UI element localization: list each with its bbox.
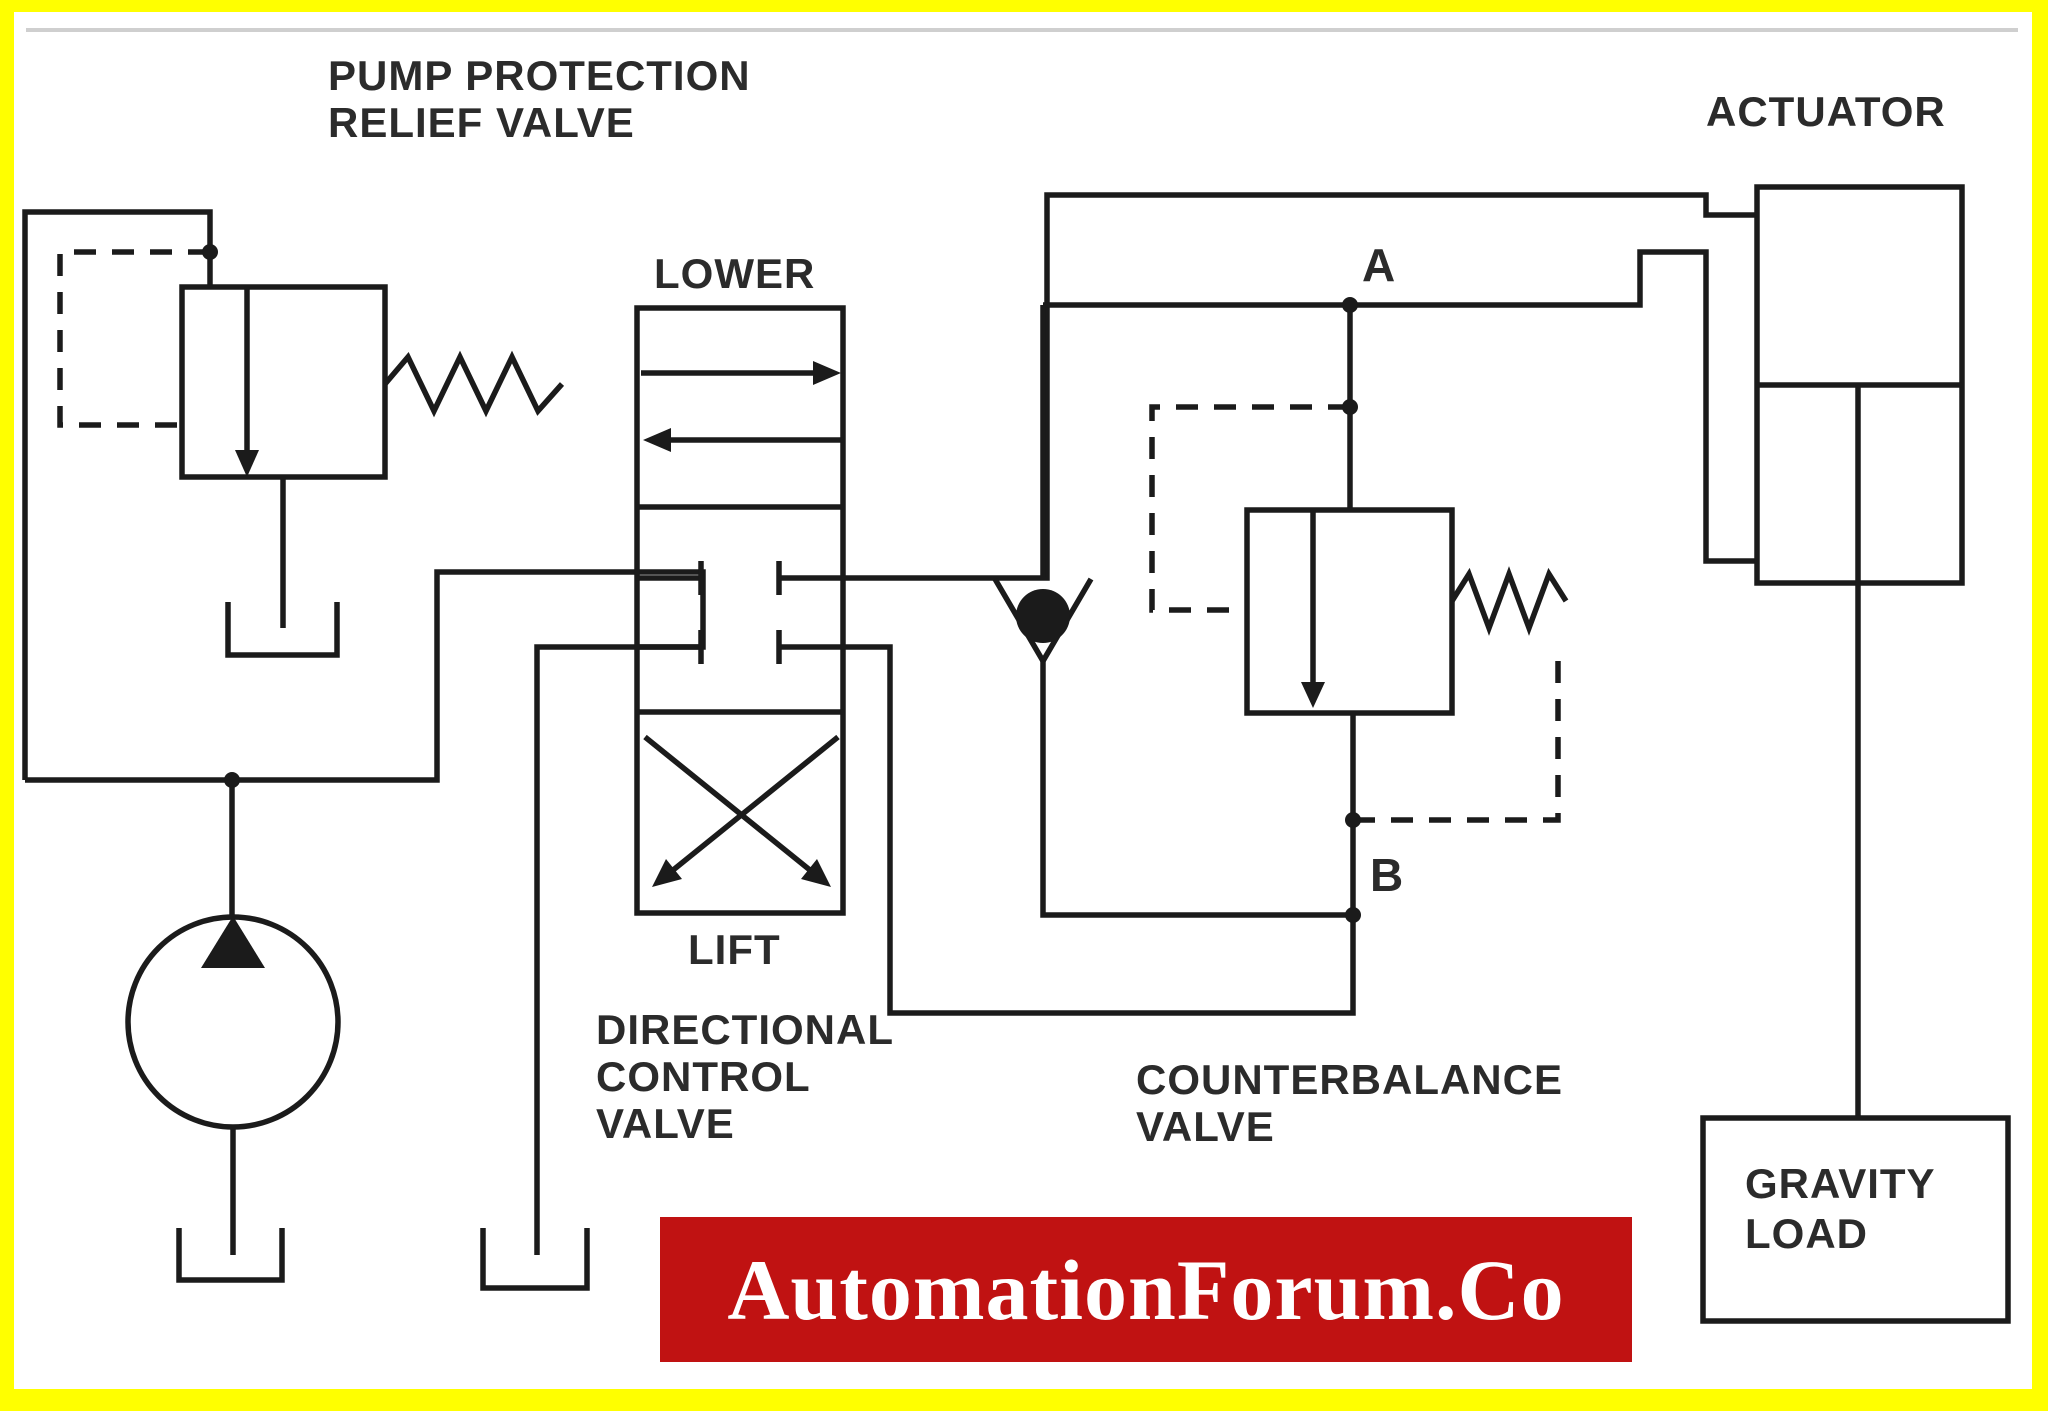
check-valve-ball-icon (1016, 589, 1070, 643)
check-valve-outlet-line (1040, 661, 1353, 918)
dcv-to-actuator-cap-line (843, 192, 1757, 581)
dcv-section-dividers (637, 504, 843, 715)
port-a-label: A (1362, 239, 1397, 291)
junction-dot-cb-drain (1345, 812, 1361, 828)
counterbalance-drain-dashed-line (1353, 648, 1561, 823)
dcv-return-tank-icon (480, 1228, 590, 1291)
gravity-load-label-line2: LOAD (1745, 1210, 1868, 1257)
counterbalance-label-line1: COUNTERBALANCE (1136, 1056, 1563, 1103)
junction-dot-relief-pilot (202, 244, 218, 260)
gravity-load-label-line1: GRAVITY (1745, 1160, 1936, 1207)
pump-tank-icon (176, 1228, 285, 1283)
counterbalance-label-line2: VALVE (1136, 1103, 1275, 1150)
dcv-arrowhead-right (813, 361, 841, 385)
pump-protection-label-line1: PUMP PROTECTION (328, 52, 751, 99)
dcv-arrowhead-left (643, 428, 671, 452)
dcv-lower-label: LOWER (654, 250, 816, 297)
dcv-name-label-line2: CONTROL (596, 1053, 811, 1100)
dcv-name-label-line3: VALVE (596, 1100, 735, 1147)
dcv-port-stubs (637, 575, 843, 650)
port-b-label: B (1370, 849, 1405, 901)
counterbalance-down-arrowhead (1301, 682, 1325, 708)
relief-drain-tank-icon (225, 602, 340, 658)
dcv-cross-arrows (643, 734, 840, 882)
relief-valve-body (179, 284, 388, 480)
dcv-lift-label: LIFT (688, 926, 781, 973)
gravity-load-box (1700, 1115, 2011, 1324)
relief-valve-down-arrowhead (235, 450, 259, 477)
watermark-text: AutomationForum.Co (727, 1241, 1565, 1338)
a-line-to-rod-end (1043, 249, 1757, 564)
dcv-cross-arrowhead-right (801, 859, 831, 887)
b-line (843, 644, 1356, 1016)
dcv-name-label-line1: DIRECTIONAL (596, 1006, 894, 1053)
pump-protection-label-line2: RELIEF VALVE (328, 99, 635, 146)
counterbalance-valve-body (1244, 507, 1455, 716)
counterbalance-spring-icon (1449, 566, 1569, 636)
scan-shadow-artifact (26, 28, 2018, 32)
junction-dot-cb-pilot (1342, 399, 1358, 415)
junction-dot-port-b (1345, 907, 1361, 923)
dcv-cross-arrowhead-left (652, 859, 682, 887)
junction-dot-port-a (1342, 297, 1358, 313)
dcv-body (634, 305, 846, 916)
actuator-label: ACTUATOR (1706, 88, 1946, 135)
junction-dot-pump (224, 772, 240, 788)
diagram-background-panel (14, 12, 2032, 1389)
pump-pressure-line (25, 569, 706, 1255)
dcv-port-ticks (698, 561, 782, 664)
pump-flow-triangle-icon (201, 916, 265, 968)
relief-pilot-dashed-line (57, 249, 210, 428)
watermark-banner: AutomationForum.Co (660, 1217, 1632, 1362)
relief-valve-spring-icon (382, 350, 565, 418)
